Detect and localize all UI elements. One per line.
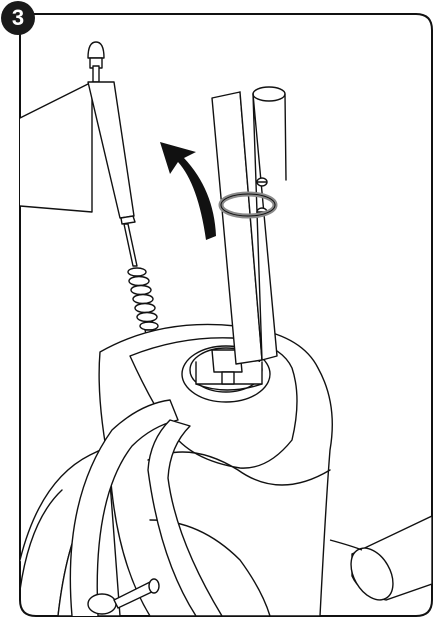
step-number: 3 (11, 5, 25, 30)
side-panel (19, 81, 93, 213)
socket (181, 345, 271, 403)
base-housing (98, 323, 333, 617)
side-pad (329, 514, 433, 601)
frame-border (19, 13, 433, 617)
step-number-badge: 3 (1, 1, 35, 35)
rotation-arrow (160, 142, 216, 240)
spring (127, 267, 159, 339)
telescopic-rod (87, 41, 138, 267)
hinge-bolt (87, 578, 160, 615)
frame-arch (69, 399, 223, 617)
handle-tube (211, 86, 287, 365)
